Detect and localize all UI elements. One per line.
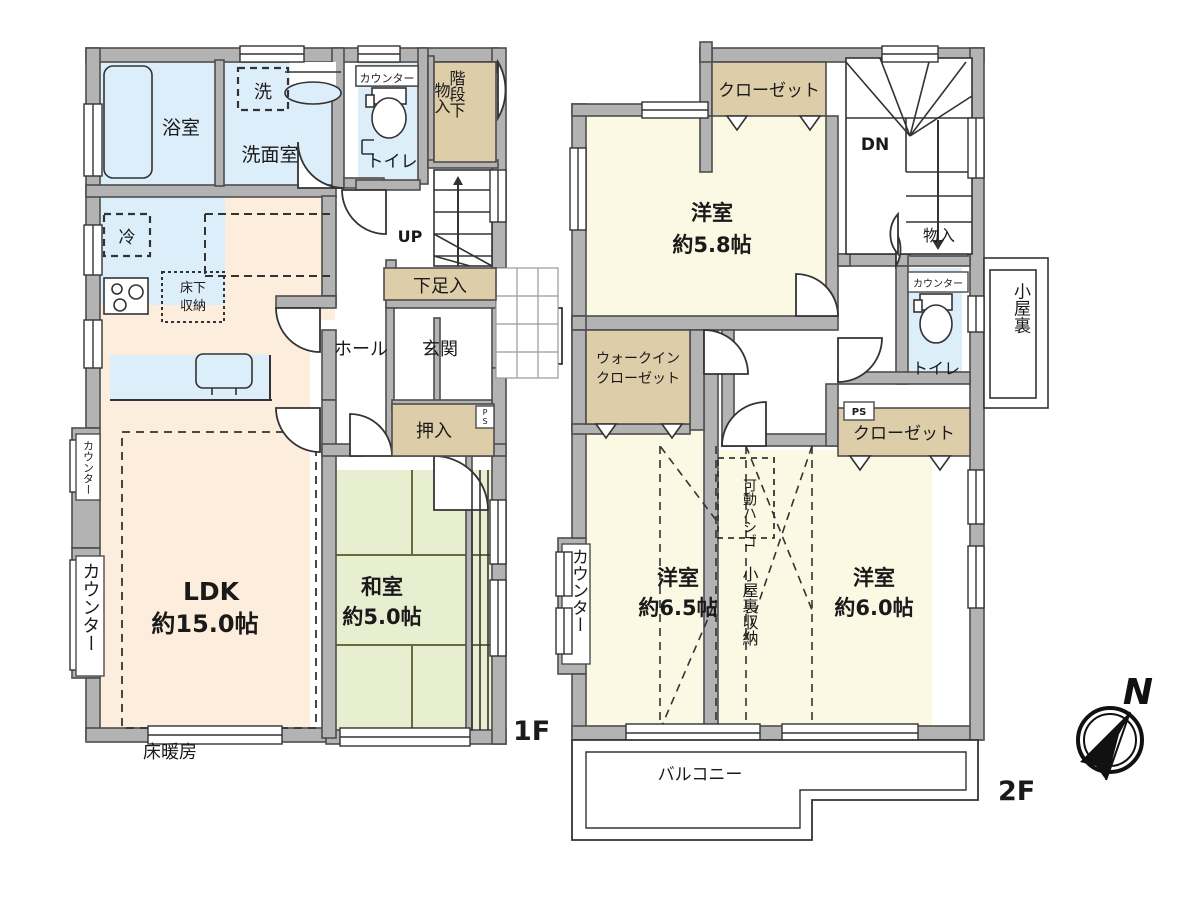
label-closet-east: クローゼット <box>853 424 955 444</box>
label-closet-north: クローゼット <box>718 81 820 101</box>
stairs-2f <box>845 57 973 255</box>
label-stair-up: UP <box>398 227 423 246</box>
floor-label-1f: 1F <box>513 716 550 747</box>
walk-in-closet-box <box>585 329 691 425</box>
label-ldk-title: LDK <box>183 577 241 606</box>
label-ps-b: S <box>482 417 487 426</box>
under-stair-storage-box <box>433 61 497 163</box>
label-ps-a: P <box>483 408 488 417</box>
label-balcony: バルコニー <box>658 765 743 785</box>
2f-fixtures <box>659 257 1049 731</box>
label-ldk-area: 約15.0帖 <box>151 610 258 638</box>
2f-storage-boxes <box>585 61 971 457</box>
label-underfloor-storage-a: 床下 <box>180 281 206 296</box>
stairs-1f <box>433 169 493 267</box>
balcony <box>571 739 979 841</box>
north-arrow: N <box>1076 672 1153 781</box>
label-counter-west-2f: カウンター <box>568 548 588 633</box>
1f-vertical-labels: カウンター カウンター 階段下 物入 <box>80 70 466 652</box>
label-refrigerator: 冷 <box>119 228 136 248</box>
2f-door-swings <box>703 211 902 447</box>
label-entrance: 玄関 <box>422 339 458 360</box>
label-under-stair-a: 物入 <box>432 82 451 114</box>
label-washitsu-title: 和室 <box>361 575 403 599</box>
label-stair-down: DN <box>861 135 889 155</box>
label-attic-storage: 小屋裏収納 <box>740 566 759 647</box>
floor-plan-2f: 洋室 約5.8帖 洋室 約6.5帖 洋室 約6.0帖 クローゼット ウォークイン… <box>555 41 1049 841</box>
label-bedroom-se-area: 約6.0帖 <box>834 596 913 620</box>
label-counter-left-lower: カウンター <box>80 562 101 652</box>
2f-windows <box>555 45 985 743</box>
label-toilet-2f: トイレ <box>912 359 960 378</box>
label-under-stair-b: 階段下 <box>447 70 466 118</box>
label-bedroom-se-title: 洋室 <box>853 566 895 590</box>
2f-text-labels: 洋室 約5.8帖 洋室 約6.5帖 洋室 約6.0帖 クローゼット ウォークイン… <box>596 81 1035 807</box>
label-movable-ladder: 可動ハシゴ <box>741 478 757 548</box>
floor-plan-1f: 浴室 洗面室 洗 トイレ カウンター 冷 床下 収納 ホール 玄関 下足入 押入… <box>69 45 563 763</box>
label-washitsu-area: 約5.0帖 <box>342 605 421 629</box>
label-hall: ホール <box>334 339 388 360</box>
1f-fixtures <box>102 62 419 729</box>
label-counter-toilet-2f: カウンター <box>913 278 963 290</box>
label-monoire: 物入 <box>923 226 955 245</box>
1f-text-labels: 浴室 洗面室 洗 トイレ カウンター 冷 床下 収納 ホール 玄関 下足入 押入… <box>119 72 551 763</box>
label-toilet-1f: トイレ <box>367 152 418 172</box>
label-washroom: 洗面室 <box>241 144 298 166</box>
label-wic-a: ウォークイン <box>596 351 680 367</box>
2f-walls <box>557 41 985 741</box>
label-bedroom-north-title: 洋室 <box>691 201 733 225</box>
label-ps-2f: PS <box>852 407 867 418</box>
floor-label-2f: 2F <box>998 776 1035 807</box>
shoe-box <box>383 267 497 301</box>
washitsu-sliding-doors <box>471 470 489 730</box>
label-floor-heating: 床暖房 <box>143 742 197 763</box>
label-counter-toilet-1f: カウンター <box>360 72 415 85</box>
entrance-tiles <box>495 267 559 379</box>
closet-north-box <box>711 61 827 117</box>
label-bedroom-sw-area: 約6.5帖 <box>638 596 717 620</box>
label-shoe-box: 下足入 <box>413 276 467 297</box>
label-underfloor-storage-b: 収納 <box>180 299 206 314</box>
label-bedroom-north-area: 約5.8帖 <box>672 233 751 257</box>
label-counter-left-upper: カウンター <box>82 440 95 495</box>
label-washer-space: 洗 <box>254 82 272 103</box>
label-bedroom-sw-title: 洋室 <box>657 566 699 590</box>
1f-counter-boxes <box>75 65 495 677</box>
closet-arrows <box>594 115 952 472</box>
label-wic-b: クローゼット <box>596 371 680 387</box>
compass-north-letter: N <box>1123 672 1153 713</box>
2f-vertical-labels: 小屋裏 小屋裏収納 可動ハシゴ カウンター <box>568 282 1031 647</box>
label-oshiire: 押入 <box>416 421 452 442</box>
1f-storage-boxes <box>383 61 497 457</box>
label-bathroom: 浴室 <box>162 117 200 139</box>
label-attic: 小屋裏 <box>1010 282 1031 333</box>
